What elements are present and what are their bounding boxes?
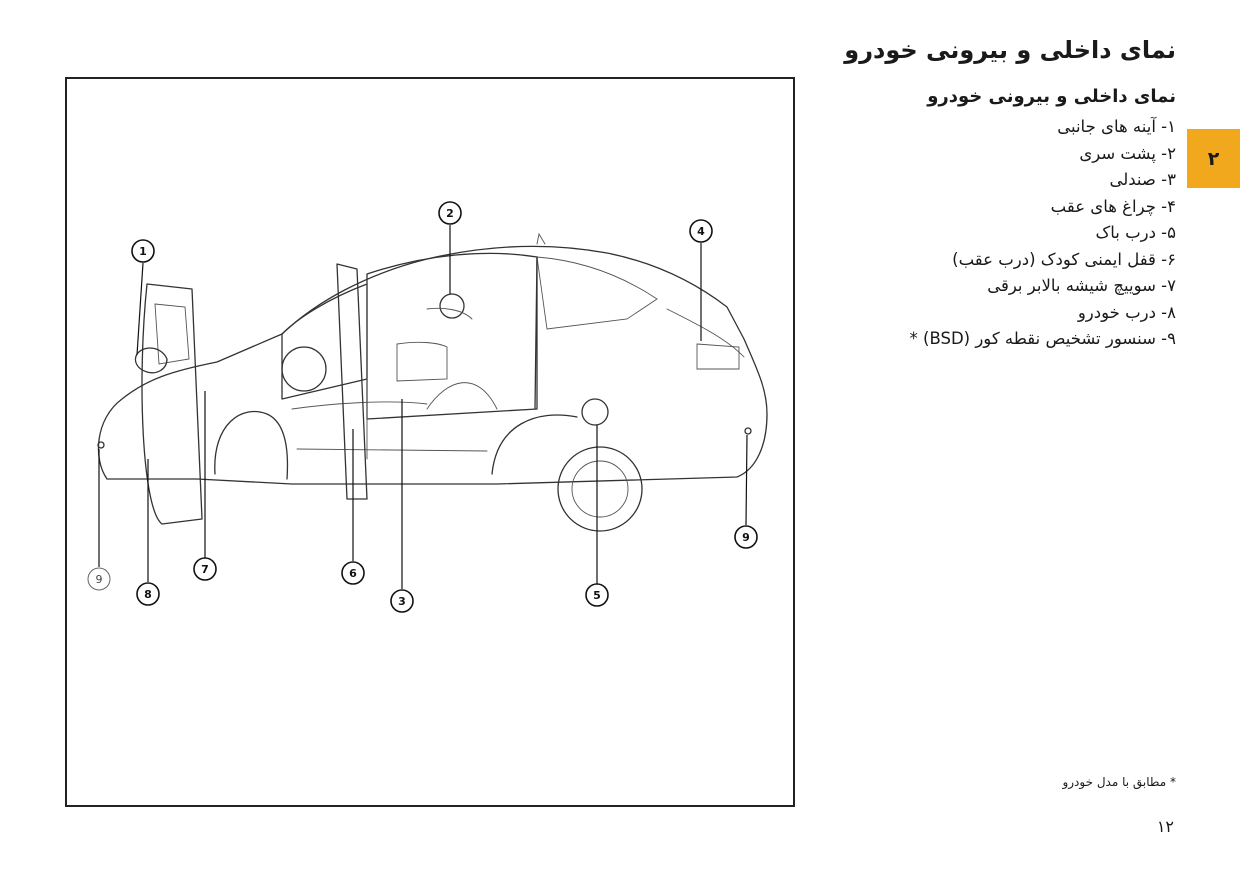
svg-text:2: 2 [446,207,454,220]
callout-9-bsd-rear: 9 [734,525,758,549]
svg-text:1: 1 [139,245,147,258]
car-figure: 1 2 4 3 5 6 7 8 [65,77,795,807]
legend-item: ۴- چراغ های عقب [1050,196,1176,216]
legend-item: ۶- قفل ایمنی کودک (درب عقب) [952,249,1176,269]
car-body-outline [97,232,768,532]
legend-item: ۳- صندلی [1109,170,1176,189]
page-title: نمای داخلی و بیرونی خودرو [844,36,1176,64]
legend-item: ۷- سوییچ شیشه بالابر برقی [987,276,1176,295]
svg-text:5: 5 [593,589,601,602]
section-heading: نمای داخلی و بیرونی خودرو [927,86,1176,107]
legend-item: ۱- آینه های جانبی [1057,117,1176,136]
legend-item: ۸- درب خودرو [1077,302,1176,322]
car-illustration: 1 2 4 3 5 6 7 8 [87,201,768,613]
svg-text:8: 8 [144,588,152,601]
svg-text:3: 3 [398,595,406,608]
legend-list: ۱- آینه های جانبی ۲- پشت سری ۳- صندلی ۴-… [910,114,1177,353]
callout-9-bsd-front: 9 [87,567,111,591]
svg-text:4: 4 [697,225,705,238]
footnote: * مطابق با مدل خودرو [1062,775,1176,789]
callout-5-fuel-door: 5 [585,583,609,607]
callout-3-seat: 3 [390,589,414,613]
svg-text:9: 9 [96,573,103,586]
callout-8-car-door: 8 [136,582,160,606]
callout-1-side-mirrors: 1 [131,239,155,263]
svg-text:9: 9 [742,531,750,544]
callout-leaders [98,225,748,589]
page-number: ۱۲ [1156,817,1174,836]
callout-4-rear-lights: 4 [689,219,713,243]
legend-item: ۵- درب باک [1095,223,1176,242]
chapter-tab[interactable]: ۲ [1187,129,1240,188]
svg-text:6: 6 [349,567,357,580]
callout-7-window-switch: 7 [193,557,217,581]
legend-item: ۲- پشت سری [1079,143,1176,163]
callout-2-headrest: 2 [438,201,462,225]
legend-item: ۹- سنسور تشخیص نقطه کور (BSD) * [909,329,1177,348]
callout-6-child-lock: 6 [341,561,365,585]
svg-text:7: 7 [201,563,209,576]
